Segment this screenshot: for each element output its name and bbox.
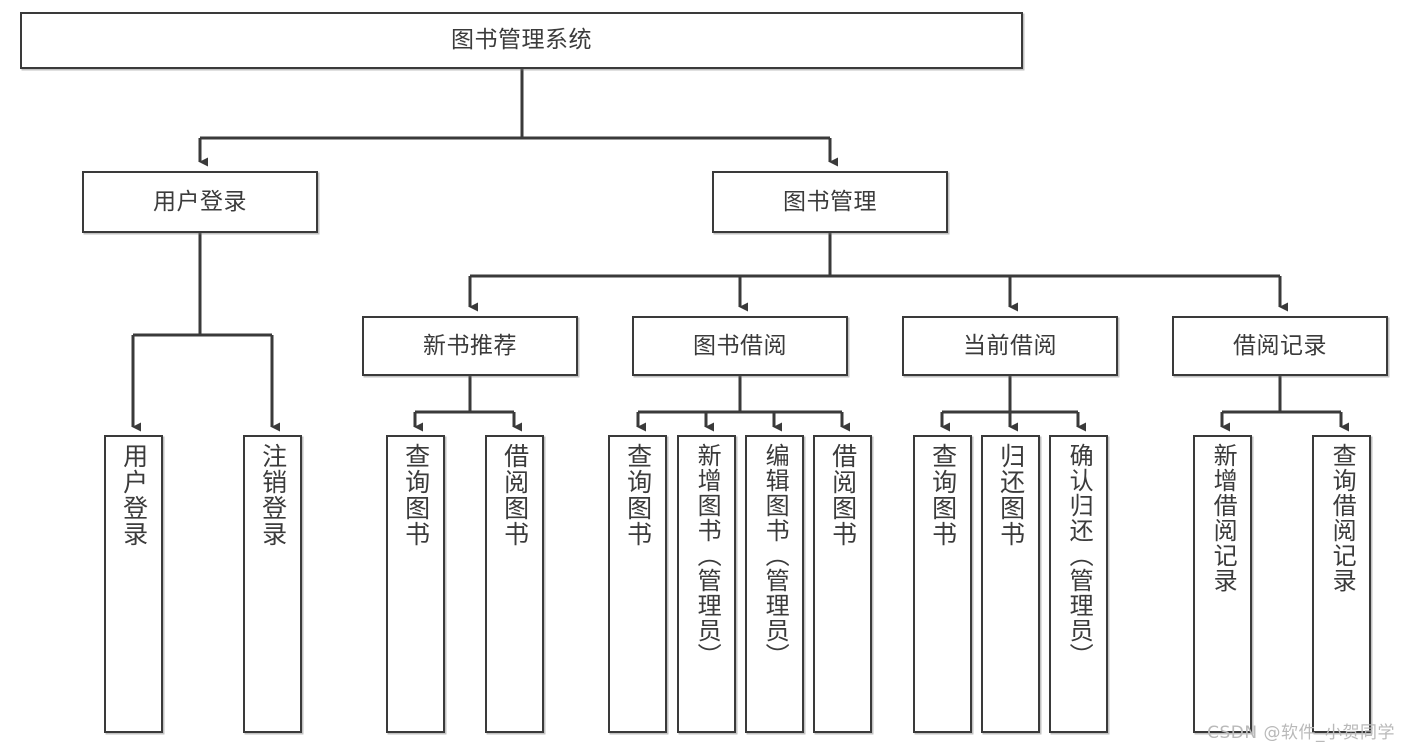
node-book-borrow[interactable]: 图书借阅 [632, 316, 848, 376]
leaf-query-borrow-record[interactable]: 查询借阅记录 [1312, 435, 1371, 733]
node-label: 借阅记录 [1233, 332, 1327, 359]
leaf-borrow-book[interactable]: 借阅图书 [813, 435, 872, 733]
node-label: 用户登录 [153, 188, 247, 215]
node-label: 归还图书 [996, 443, 1026, 547]
node-label: 借阅图书 [828, 443, 858, 547]
node-label: 借阅图书 [500, 443, 530, 547]
node-new-book-recommend[interactable]: 新书推荐 [362, 316, 578, 376]
node-current-borrow[interactable]: 当前借阅 [902, 316, 1118, 376]
node-label: 查询图书 [928, 443, 958, 547]
leaf-user-login[interactable]: 用户登录 [104, 435, 163, 733]
node-root-system[interactable]: 图书管理系统 [20, 12, 1023, 69]
node-label: 新增借阅记录 [1209, 443, 1238, 593]
leaf-query-book-current[interactable]: 查询图书 [913, 435, 972, 733]
node-label: 图书管理系统 [451, 27, 592, 54]
node-label: 查询图书 [623, 443, 653, 547]
watermark: CSDN @软件_小贺同学 [1207, 723, 1395, 743]
leaf-add-borrow-record[interactable]: 新增借阅记录 [1193, 435, 1252, 733]
leaf-add-book-admin[interactable]: 新增图书（管理员） [677, 435, 736, 733]
leaf-borrow-book-recommend[interactable]: 借阅图书 [485, 435, 544, 733]
node-label: 查询图书 [401, 443, 431, 547]
leaf-query-book-recommend[interactable]: 查询图书 [386, 435, 445, 733]
node-label: 编辑图书（管理员） [761, 443, 790, 668]
node-label: 图书管理 [783, 188, 877, 215]
leaf-logout[interactable]: 注销登录 [243, 435, 302, 733]
leaf-edit-book-admin[interactable]: 编辑图书（管理员） [745, 435, 804, 733]
node-label: 确认归还（管理员） [1065, 443, 1094, 668]
node-label: 当前借阅 [963, 332, 1057, 359]
node-book-management[interactable]: 图书管理 [712, 171, 948, 233]
node-label: 注销登录 [258, 443, 288, 547]
node-user-login[interactable]: 用户登录 [82, 171, 318, 233]
node-borrow-record[interactable]: 借阅记录 [1172, 316, 1388, 376]
node-label: 用户登录 [119, 443, 149, 547]
leaf-return-book[interactable]: 归还图书 [981, 435, 1040, 733]
node-label: 新书推荐 [423, 332, 517, 359]
node-label: 图书借阅 [693, 332, 787, 359]
leaf-query-book-borrow[interactable]: 查询图书 [608, 435, 667, 733]
node-label: 新增图书（管理员） [693, 443, 722, 668]
leaf-confirm-return-admin[interactable]: 确认归还（管理员） [1049, 435, 1108, 733]
node-label: 查询借阅记录 [1328, 443, 1357, 593]
